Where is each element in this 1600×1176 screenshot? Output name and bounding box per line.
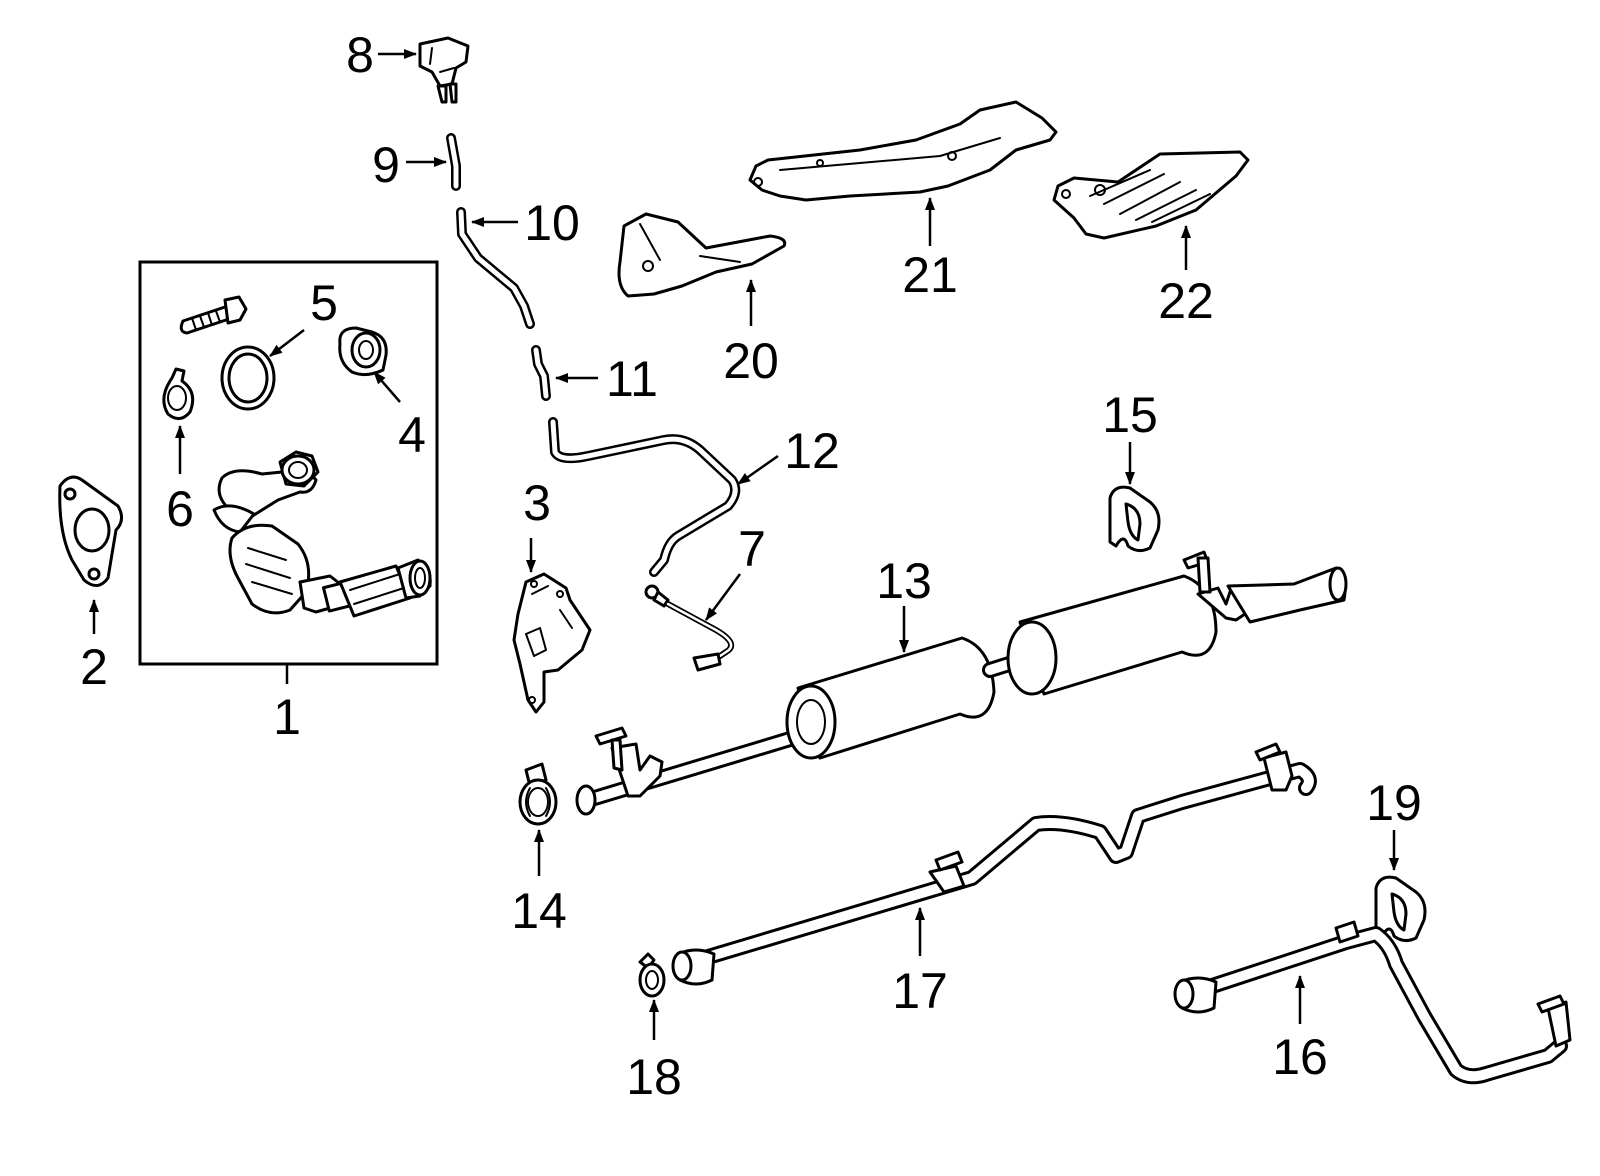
oxygen-sensor-part[interactable] — [644, 584, 735, 672]
pipe-clamp-part[interactable] — [518, 762, 558, 826]
rubber-hanger-lower-part[interactable] — [1374, 875, 1427, 943]
tail-pipe-part[interactable] — [1173, 920, 1572, 1085]
catalytic-converter-kit-box — [138, 260, 439, 666]
gasket-ring-part[interactable] — [220, 345, 276, 411]
mounting-bracket-part[interactable] — [512, 572, 592, 714]
callout-11: 11 — [606, 351, 658, 407]
callout-6: 6 — [166, 481, 194, 537]
callout-17: 17 — [892, 963, 948, 1019]
leader-lines — [89, 49, 1399, 1040]
callout-21: 21 — [902, 247, 958, 303]
heat-shield-front-part[interactable] — [617, 212, 787, 298]
callout-labels: 1 2 3 4 5 6 7 8 9 10 11 12 13 14 15 16 1… — [80, 27, 1422, 1105]
small-clamp-part[interactable] — [638, 952, 666, 998]
vacuum-line-part[interactable] — [456, 207, 535, 329]
heat-shield-rear-part[interactable] — [1052, 150, 1250, 240]
callout-13: 13 — [876, 553, 932, 609]
callout-15: 15 — [1102, 387, 1158, 443]
catalytic-converter-part[interactable] — [212, 450, 432, 618]
callout-16: 16 — [1272, 1029, 1328, 1085]
flange-nut-part[interactable] — [338, 326, 388, 377]
callout-12: 12 — [784, 423, 840, 479]
callout-5: 5 — [310, 275, 338, 331]
callout-9: 9 — [372, 137, 400, 193]
callout-8: 8 — [346, 27, 374, 83]
callout-1: 1 — [273, 689, 301, 745]
callout-22: 22 — [1158, 273, 1214, 329]
rubber-hanger-upper-part[interactable] — [1108, 485, 1161, 553]
callout-7: 7 — [738, 521, 766, 577]
callout-14: 14 — [511, 883, 567, 939]
callout-3: 3 — [523, 475, 551, 531]
exhaust-gasket-part[interactable] — [58, 475, 123, 587]
callout-19: 19 — [1366, 775, 1422, 831]
heat-shield-middle-part[interactable] — [748, 100, 1058, 202]
callout-10: 10 — [524, 195, 580, 251]
callout-18: 18 — [626, 1049, 682, 1105]
hose-lower-part[interactable] — [531, 345, 551, 401]
pressure-pipe-part[interactable] — [548, 417, 741, 577]
pressure-sensor-part[interactable] — [418, 36, 470, 104]
callout-4: 4 — [398, 407, 426, 463]
intermediate-pipe-part[interactable] — [671, 742, 1317, 986]
callout-2: 2 — [80, 639, 108, 695]
seal-ring-part[interactable] — [162, 367, 195, 420]
hose-short-part[interactable] — [446, 133, 461, 191]
bolt-part[interactable] — [179, 295, 248, 335]
muffler-assembly-part[interactable] — [575, 550, 1348, 816]
callout-20: 20 — [723, 333, 779, 389]
